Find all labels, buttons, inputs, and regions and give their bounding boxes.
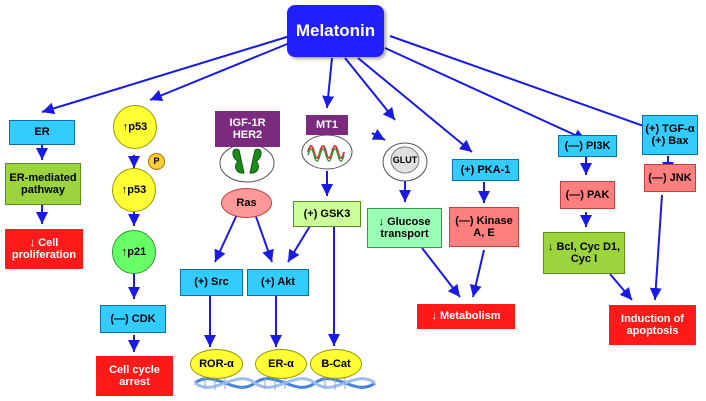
ras-node: Ras (221, 188, 272, 218)
er-alpha-node: ER-α (255, 349, 307, 379)
mt1-receptor-icon (301, 134, 353, 170)
jnk-node: (—) JNK (644, 164, 696, 192)
arrow-melatonin-er (41, 35, 291, 115)
cdk-node: (—) CDK (100, 305, 166, 333)
glut-transporter-icon (382, 142, 428, 182)
pka1-node: (+) PKA-1 (452, 159, 519, 181)
er-mediated-pathway-node: ER-mediated pathway (5, 163, 81, 205)
melatonin-node: Melatonin (287, 5, 384, 57)
arrow-bcl-apoptosis (609, 273, 633, 301)
igf1r-her2-node: IGF-1R HER2 (215, 111, 280, 147)
b-catenin-node: B-Cat (310, 349, 362, 379)
arrow-ras-akt (252, 207, 274, 263)
arrow-mt1-glut (371, 129, 386, 141)
er-node: ER (9, 120, 75, 145)
arrow-melatonin-glut (344, 57, 396, 121)
arrow-glucose-metabolism (421, 247, 461, 298)
metabolism-node: ↓ Metabolism (417, 304, 515, 329)
ror-alpha-node: ROR-α (190, 349, 243, 379)
mt1-node: MT1 (306, 115, 348, 135)
akt-node: (+) Akt (247, 269, 309, 296)
glut-label: GLUT (392, 154, 418, 165)
dna-helix-icon (194, 376, 376, 390)
tgf-bax-node: (+) TGF-α (+) Bax (642, 115, 698, 155)
arrow-melatonin-pi3k (384, 47, 587, 141)
pi3k-node: (—) PI3K (558, 135, 617, 157)
p53-mid-node: ↑p53 (112, 168, 156, 212)
p21-node: ↑p21 (112, 230, 156, 274)
arrow-melatonin-mt1 (322, 57, 335, 109)
glucose-transport-node: ↓ Glucose transport (367, 208, 442, 248)
arrow-melatonin-pka (357, 57, 473, 153)
apoptosis-node: Induction of apoptosis (609, 305, 696, 345)
arrows (36, 35, 674, 352)
bcl-cycd1-node: ↓ Bcl, Cyc D1, Cyc I (543, 232, 625, 274)
src-node: (+) Src (180, 269, 243, 296)
pak-node: (—) PAK (560, 181, 615, 209)
receptor-dimer-icon (219, 143, 275, 183)
arrow-melatonin-p53 (149, 41, 293, 102)
arrow-gsk3-akt (287, 225, 311, 263)
cell-proliferation-node: ↓ Cell proliferation (5, 229, 83, 269)
arrow-ras-src (214, 207, 241, 263)
arrow-kinase-metabolism (469, 249, 485, 298)
phospho-badge: P (148, 153, 165, 170)
arrow-jnk-apoptosis (649, 194, 663, 301)
cell-cycle-arrest-node: Cell cycle arrest (96, 356, 173, 396)
p53-top-node: ↑p53 (113, 105, 157, 149)
kinase-ae-node: (—) Kinase A, E (449, 207, 519, 247)
gsk3-node: (+) GSK3 (293, 201, 361, 227)
arrow-melatonin-tgf (389, 35, 656, 132)
